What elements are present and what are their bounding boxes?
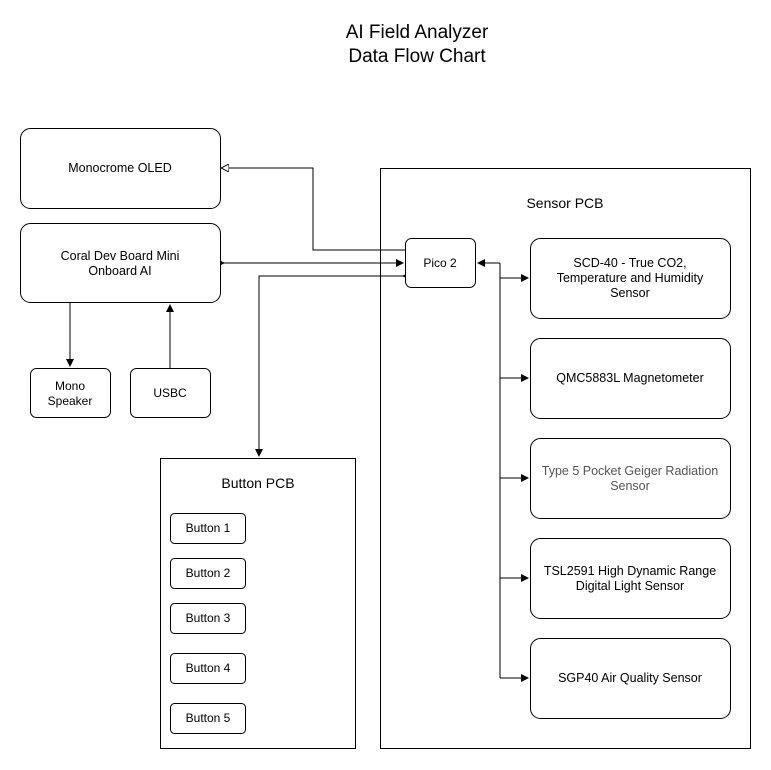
node-coral-label-line1: Coral Dev Board Mini: [61, 249, 180, 263]
sensor-scd40: SCD-40 - True CO2, Temperature and Humid…: [530, 238, 731, 319]
sensor-pcb-label: Sensor PCB: [526, 195, 603, 211]
node-usbc: USBC: [130, 368, 211, 418]
button-5-label: Button 5: [186, 711, 231, 725]
sensor-sgp40: SGP40 Air Quality Sensor: [530, 638, 731, 719]
node-coral-label-line2: Onboard AI: [88, 264, 151, 278]
button-node-3: Button 3: [170, 603, 246, 634]
node-oled-label: Monocrome OLED: [68, 161, 172, 175]
node-coral-dev-board: Coral Dev Board Mini Onboard AI: [20, 223, 221, 303]
button-node-2: Button 2: [170, 558, 246, 589]
sensor-sgp40-line1: SGP40 Air Quality Sensor: [558, 671, 702, 685]
button-2-label: Button 2: [186, 566, 231, 580]
button-1-label: Button 1: [186, 521, 231, 535]
sensor-geiger-line2: Sensor: [610, 479, 650, 493]
sensor-scd40-line2: Temperature and Humidity: [557, 271, 704, 285]
sensor-tsl2591-line2: Digital Light Sensor: [576, 579, 684, 593]
sensor-tsl2591-line1: TSL2591 High Dynamic Range: [544, 564, 716, 578]
node-speaker-label-line2: Speaker: [48, 394, 93, 408]
button-3-label: Button 3: [186, 611, 231, 625]
node-mono-speaker: Mono Speaker: [30, 368, 111, 418]
diagram-title-line1: AI Field Analyzer: [346, 22, 489, 43]
node-monocrome-oled: Monocrome OLED: [20, 128, 221, 209]
button-node-1: Button 1: [170, 513, 246, 544]
button-node-5: Button 5: [170, 703, 246, 734]
sensor-geiger: Type 5 Pocket Geiger Radiation Sensor: [530, 438, 731, 519]
node-usbc-label: USBC: [153, 386, 187, 400]
sensor-geiger-line1: Type 5 Pocket Geiger Radiation: [542, 464, 719, 478]
sensor-qmc5883l: QMC5883L Magnetometer: [530, 338, 731, 419]
button-4-label: Button 4: [186, 661, 231, 675]
button-node-4: Button 4: [170, 653, 246, 684]
connector-pico-button-pcb: [255, 272, 410, 457]
node-pico-label: Pico 2: [423, 256, 457, 270]
button-pcb-label: Button PCB: [221, 475, 294, 491]
node-speaker-label-line1: Mono: [55, 379, 85, 393]
node-pico-2: Pico 2: [405, 238, 476, 288]
diagram-title-line2: Data Flow Chart: [348, 46, 486, 67]
sensor-qmc5883l-line1: QMC5883L Magnetometer: [556, 371, 704, 385]
connector-pico-to-oled: [222, 168, 405, 251]
sensor-scd40-line1: SCD-40 - True CO2,: [573, 256, 686, 270]
sensor-scd40-line3: Sensor: [610, 286, 650, 300]
sensor-tsl2591: TSL2591 High Dynamic Range Digital Light…: [530, 538, 731, 619]
